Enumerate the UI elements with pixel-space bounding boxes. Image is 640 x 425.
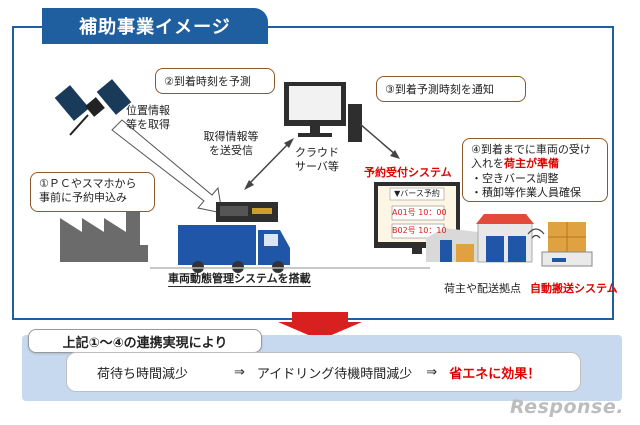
screen-row-a01: A01号 10：00: [392, 208, 447, 217]
summary-item-waiting: 荷待ち時間減少: [97, 366, 189, 382]
callout-step4-bullet1: ・空きバース調整: [471, 171, 559, 185]
vehicle-system-label: 車両動態管理システムを搭載: [168, 272, 311, 287]
callout-step3: ③到着予測時刻を通知: [376, 76, 526, 102]
callout-step1: ①ＰＣやスマホから事前に予約申込み: [30, 172, 155, 212]
callout-step1-text: ①ＰＣやスマホから事前に予約申込み: [39, 177, 137, 204]
callout-step4: ④到着までに車両の受け 入れを荷主が準備 ・空きバース調整 ・積卸等作業人員確保: [462, 138, 608, 202]
auto-transport-robot-icon: [527, 222, 593, 267]
page-title: 補助事業イメージ: [42, 8, 268, 44]
cloud-label: クラウドサーバ等: [295, 146, 339, 173]
satellite-icon: [54, 79, 132, 136]
callout-step4-line1: ④到着までに車両の受け: [471, 143, 591, 156]
bidirectional-arrow: [244, 138, 294, 190]
summary-arrow-1: ⇒: [234, 364, 245, 380]
summary-arrow-2: ⇒: [426, 364, 438, 380]
summary-heading: 上記①～④の連携実現により: [28, 329, 262, 353]
truck-icon: [178, 225, 290, 273]
computer-icon: [284, 82, 362, 142]
summary-box: 荷待ち時間減少 ⇒ アイドリング待機時間減少 ⇒ 省エネに効果！: [66, 352, 581, 392]
factory-icon: [60, 205, 148, 262]
screen-row-b02: B02号 10：10: [392, 226, 447, 235]
callout-step4-line2: 入れを荷主が準備: [471, 157, 599, 171]
auto-transport-label: 自動搬送システム: [530, 282, 618, 295]
callout-step4-emphasis: 荷主が準備: [504, 157, 559, 171]
satellite-to-truck-arrow: [111, 119, 223, 214]
result-arrow: [278, 312, 362, 340]
satellite-note: 位置情報等を取得: [126, 104, 170, 131]
computer-to-reservation-arrow: [359, 123, 400, 159]
callout-step4-line2-prefix: 入れを: [471, 157, 504, 171]
acquire-note: 取得情報等を送受信: [203, 130, 259, 157]
callout-step4-bullet2: ・積卸等作業人員確保: [471, 185, 581, 199]
warehouse-icon: [426, 214, 534, 263]
callout-step3-text: ③到着予測時刻を通知: [385, 83, 494, 96]
callout-step2: ②到着時刻を予測: [155, 68, 275, 94]
summary-item-idling: アイドリング待機時間減少: [256, 366, 413, 382]
screen-header: ▼バース予約: [394, 189, 440, 198]
onboard-device-icon: [216, 202, 278, 222]
base-label: 荷主や配送拠点: [444, 282, 521, 295]
watermark: Response.: [510, 396, 624, 418]
callout-step2-text: ②到着時刻を予測: [164, 75, 251, 88]
summary-item-energy: 省エネに効果！: [449, 366, 541, 382]
reservation-system-label: 予約受付システム: [364, 166, 452, 179]
